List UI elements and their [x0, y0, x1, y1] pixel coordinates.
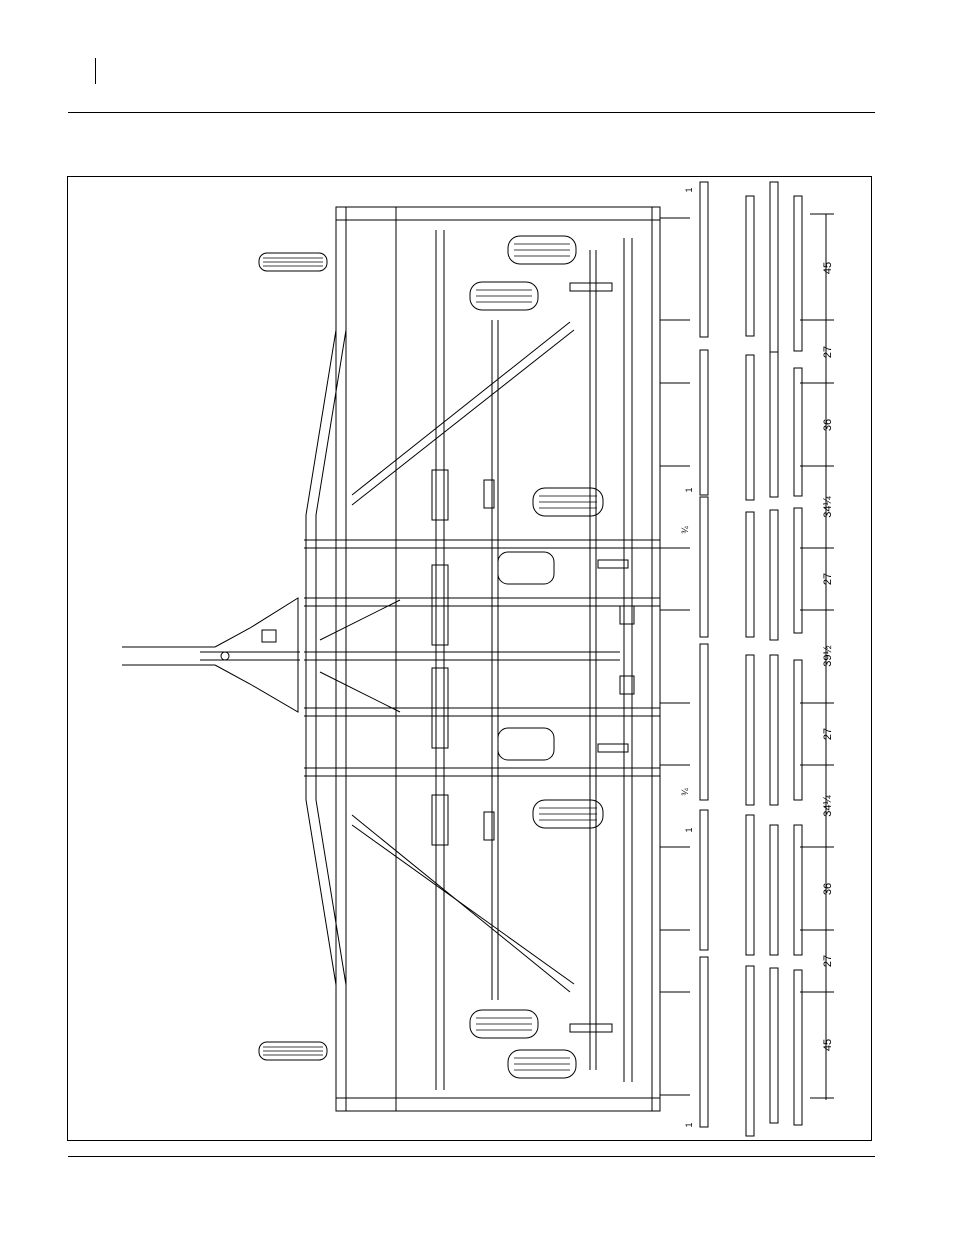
- harrow-bars: [700, 182, 802, 1136]
- wheels: [259, 236, 603, 1078]
- offset-label: 1: [684, 1122, 694, 1127]
- spacing-label: 27: [822, 955, 834, 967]
- offset-label: 1: [684, 487, 694, 492]
- offset-label: ¾: [680, 526, 690, 534]
- spacing-label: 36: [822, 419, 834, 431]
- rear-shanks: [660, 218, 690, 1095]
- offset-label: ¾: [680, 788, 690, 796]
- tire-treads: [263, 244, 597, 1070]
- offset-label: 1: [684, 187, 694, 192]
- cylinders: [484, 283, 634, 1032]
- offset-labels: 1 1 ¾ ¾ 1 1: [680, 187, 694, 1127]
- offset-label: 1: [684, 827, 694, 832]
- spacing-label: 36: [822, 883, 834, 895]
- spacing-label: 45: [822, 1039, 834, 1051]
- spacing-label: 27: [822, 346, 834, 358]
- main-frame: [304, 207, 660, 1111]
- spacing-labels: 45 27 36 34¼ 27 39½ 27 34¼ 36 27 45: [822, 262, 834, 1051]
- hitch-tongue: [122, 598, 300, 712]
- spacing-label: 27: [822, 573, 834, 585]
- spacing-label: 39½: [822, 645, 834, 666]
- spacing-label: 34¼: [822, 794, 834, 816]
- spacing-label: 45: [822, 262, 834, 274]
- spacing-label: 27: [822, 728, 834, 740]
- spacing-label: 34¼: [822, 495, 834, 517]
